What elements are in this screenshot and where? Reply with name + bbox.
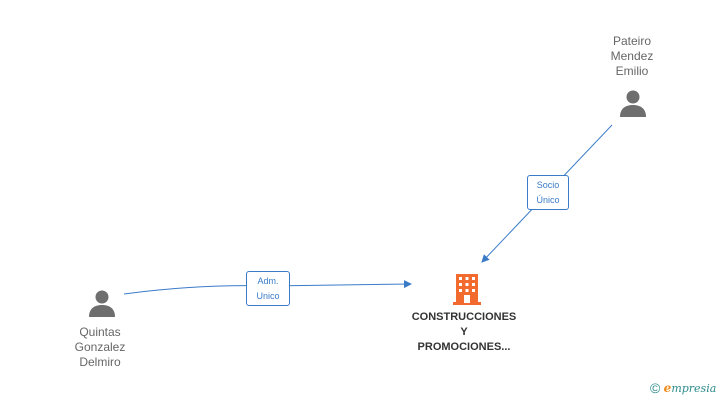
- person-name-line: Pateiro: [612, 34, 652, 48]
- brand-name: mpresia: [671, 382, 717, 395]
- person-icon[interactable]: [87, 289, 117, 319]
- edge-label-line: Unico: [256, 291, 280, 301]
- edge-label-line: Único: [536, 195, 560, 205]
- company-label[interactable]: CONSTRUCCIONES Y PROMOCIONES...: [400, 310, 528, 355]
- person-name-line: Emilio: [615, 64, 649, 78]
- edge-label-line: Adm.: [257, 276, 279, 286]
- person-name-line: Delmiro: [79, 355, 121, 369]
- building-icon[interactable]: [451, 272, 483, 306]
- copyright-icon: ©: [650, 380, 661, 396]
- company-name-line: PROMOCIONES...: [417, 341, 511, 353]
- edge-label-adm-unico: Adm. Unico: [246, 271, 290, 306]
- person-name-line: Quintas: [79, 325, 121, 339]
- person-name-line: Gonzalez: [74, 340, 126, 354]
- person-label-quintas: Quintas Gonzalez Delmiro: [60, 325, 140, 370]
- edge-label-socio-unico: Socio Único: [527, 175, 569, 210]
- person-name-line: Mendez: [610, 49, 654, 63]
- edge-label-line: Socio: [536, 180, 560, 190]
- person-icon[interactable]: [618, 89, 648, 119]
- company-name-line: CONSTRUCCIONES: [411, 311, 517, 323]
- person-label-pateiro: Pateiro Mendez Emilio: [594, 34, 670, 79]
- company-name-line: Y: [460, 326, 468, 338]
- brand-logo[interactable]: © empresia: [650, 380, 716, 396]
- brand-initial: e: [663, 381, 672, 395]
